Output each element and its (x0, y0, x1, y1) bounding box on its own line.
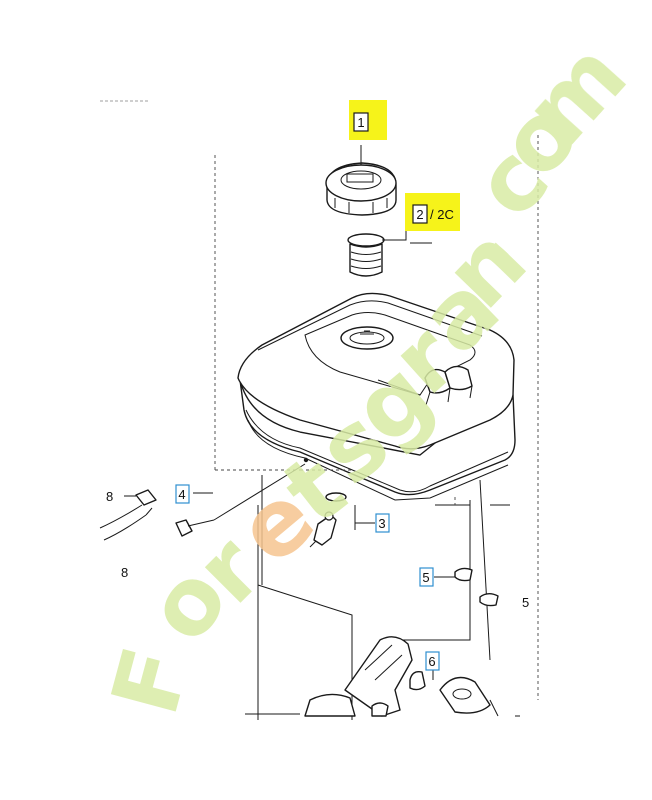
engine-bracket (245, 636, 520, 717)
fuel-tank (237, 292, 516, 501)
callout-8-lower[interactable]: 8 (121, 565, 128, 580)
callout-5[interactable]: 5 (419, 567, 434, 587)
callout-4[interactable]: 4 (175, 484, 190, 504)
fuel-strainer (347, 221, 412, 277)
callout-2-label: 2 (416, 207, 423, 222)
callout-2[interactable]: 2 / 2C (405, 193, 460, 231)
fuel-valve (309, 492, 356, 548)
callout-5-label: 5 (422, 570, 429, 585)
callout-1[interactable]: 1 (349, 100, 387, 140)
wm-letter-0: F (91, 637, 211, 725)
clips (454, 567, 499, 607)
callout-4-label: 4 (178, 487, 185, 502)
guide-lines (214, 135, 539, 700)
callout-1-label: 1 (357, 115, 364, 130)
callout-2-suffix: / 2C (430, 207, 454, 222)
fuel-cap (325, 145, 397, 216)
bolt-and-clamp (99, 463, 306, 541)
callout-6-label: 6 (428, 654, 435, 669)
callout-6[interactable]: 6 (425, 651, 440, 671)
callout-3-label: 3 (378, 516, 385, 531)
callout-3[interactable]: 3 (375, 513, 390, 533)
callout-8-clamp[interactable]: 8 (106, 489, 113, 504)
callout-5-plain[interactable]: 5 (522, 595, 529, 610)
